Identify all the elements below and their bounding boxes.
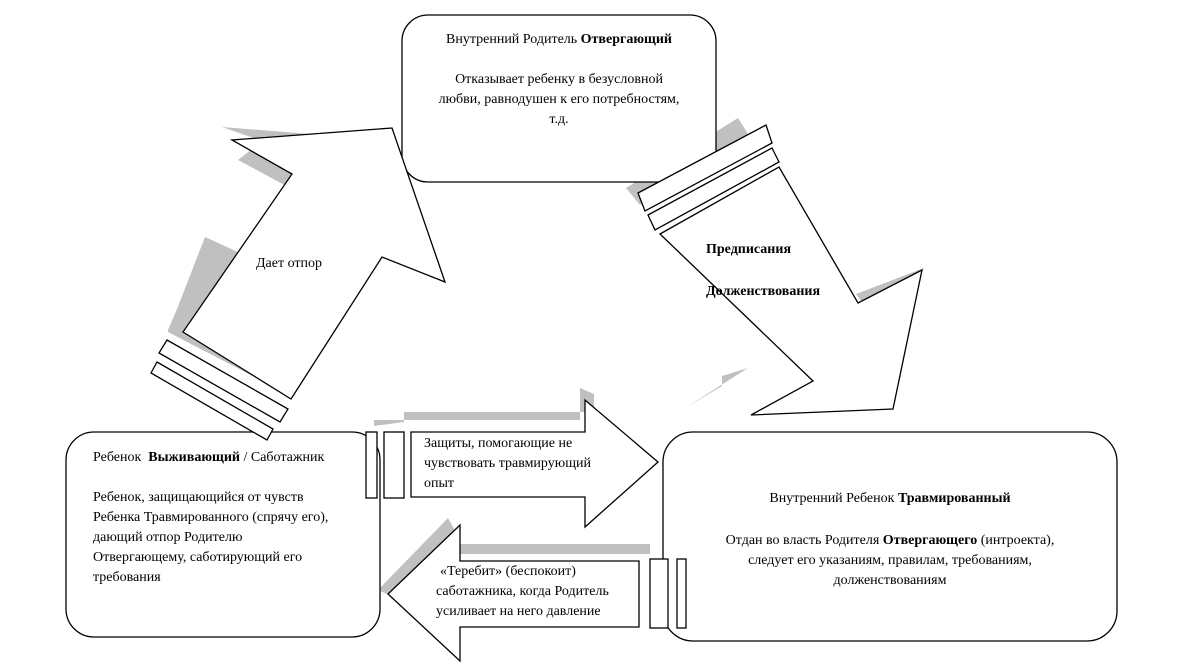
parent-box-text: Внутренний Родитель Отвергающий Отказыва… (402, 30, 716, 130)
down-right-arrow-label-2: Долженствования (706, 284, 821, 299)
left-arrow-label-line: усиливает на него давление (436, 604, 601, 619)
left-arrow-label: «Теребит» (беспокоит) саботажника, когда… (436, 562, 609, 622)
left-arrow-shadow (378, 518, 458, 600)
up-arrow-label: Дает отпор (256, 256, 323, 271)
survivor-title-bold: Выживающий (148, 450, 240, 465)
survivor-desc-line: Отвергающему, саботирующий его (93, 550, 303, 565)
parent-title: Внутренний Родитель Отвергающий (402, 30, 716, 50)
left-arrow-shadow-2 (456, 544, 650, 554)
left-arrow-label-line: «Теребит» (беспокоит) (440, 564, 576, 579)
right-arrow-label-line: чувствовать травмирующий (424, 456, 591, 471)
survivor-box (65, 431, 381, 638)
right-arrow-band-2 (383, 431, 405, 499)
traumatized-desc-line: долженствованиям (833, 573, 947, 588)
traumatized-desc1-bold: Отвергающего (882, 533, 978, 548)
traumatized-desc-first: Отдан во власть Родителя Отвергающего (и… (663, 531, 1117, 551)
right-arrow-label: Защиты, помогающие не чувствовать травми… (424, 434, 591, 494)
down-right-arrow-body (658, 166, 923, 416)
up-arrow-body (182, 127, 447, 400)
survivor-desc-line: дающий отпор Родителю (93, 530, 243, 545)
parent-title-bold: Отвергающий (580, 32, 672, 47)
up-arrow (150, 127, 447, 441)
traumatized-desc1-suffix: (интроекта), (977, 533, 1055, 548)
left-arrow-label-line: саботажника, когда Родитель (436, 584, 609, 599)
traumatized-title-prefix: Внутренний Ребенок (769, 491, 898, 506)
survivor-box-text: Ребенок Выживающий / Саботажник Ребенок,… (93, 448, 373, 588)
left-arrow-band-1 (649, 558, 669, 629)
left-arrow-band-2 (676, 558, 687, 629)
parent-desc-line: Отказывает ребенку в безусловной (455, 72, 663, 87)
down-right-arrow-band-1 (637, 124, 773, 212)
parent-box (401, 14, 717, 183)
right-arrow (365, 398, 659, 529)
survivor-desc-line: Ребенок, защищающийся от чувств (93, 490, 304, 505)
right-arrow-shadow (374, 388, 594, 426)
up-arrow-band-2 (150, 361, 274, 441)
traumatized-box-text: Внутренний Ребенок Травмированный Отдан … (663, 489, 1117, 591)
up-arrow-band-1 (158, 339, 289, 423)
traumatized-box (662, 431, 1118, 642)
parent-title-prefix: Внутренний Родитель (446, 32, 581, 47)
parent-desc-line: любви, равнодушен к его потребностям, (438, 92, 680, 107)
survivor-desc-line: требования (93, 570, 161, 585)
down-arrow-shadow-2 (685, 368, 748, 408)
down-right-arrow (637, 124, 923, 416)
traumatized-title: Внутренний Ребенок Травмированный (663, 489, 1117, 509)
survivor-title-suffix: / Саботажник (239, 450, 325, 465)
parent-desc-line: т.д. (549, 112, 569, 127)
spacer (663, 509, 1117, 531)
right-arrow-label-line: опыт (424, 476, 455, 491)
right-arrow-body (410, 398, 659, 529)
survivor-desc-line: Ребенка Травмированного (спрячу его), (93, 510, 329, 525)
down-right-arrow-label-1: Предписания (706, 242, 792, 257)
left-arrow (387, 523, 687, 663)
survivor-title: Ребенок Выживающий / Саботажник (93, 448, 373, 468)
right-arrow-band-1 (365, 431, 378, 499)
down-right-arrow-band-2 (647, 147, 780, 231)
left-arrow-body (387, 523, 640, 663)
survivor-title-prefix: Ребенок (93, 450, 145, 465)
right-arrow-label-line: Защиты, помогающие не (424, 436, 573, 451)
traumatized-desc1-prefix: Отдан во власть Родителя (725, 533, 883, 548)
down-arrow-shadow-3 (856, 268, 924, 302)
traumatized-desc-line: следует его указаниям, правилам, требова… (748, 553, 1032, 568)
traumatized-title-bold: Травмированный (897, 491, 1011, 506)
spacer (93, 468, 373, 488)
spacer (402, 50, 716, 70)
